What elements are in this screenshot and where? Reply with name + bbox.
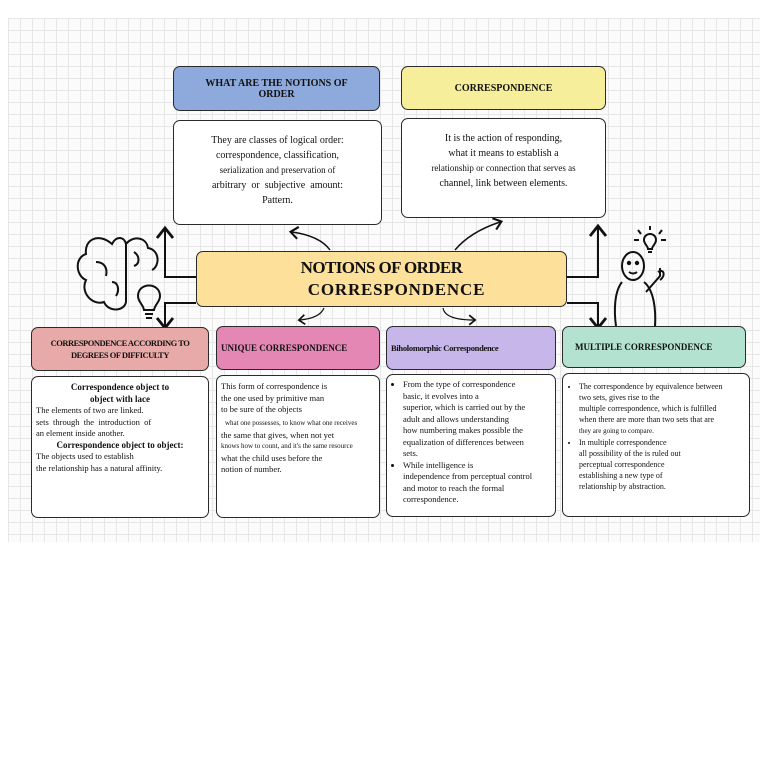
notions-line: correspondence, classification, [215,150,339,161]
lightbulb-icon [136,284,162,319]
multiple-correspondence-box: The correspondence by equivalence betwee… [562,373,750,517]
biholomorphic-header-text: Biholomorphic Correspondence [391,343,499,353]
correspondence-header: CORRESPONDENCE [401,66,606,110]
bullet-line: The correspondence by equivalence betwee… [579,382,723,391]
lace-text: an element inside another. [36,428,125,438]
bullet-line: how numbering makes possible the [403,425,523,435]
bullet-line: sets. [403,448,418,458]
bullet-line: perceptual correspondence [579,460,665,469]
bullet-line: equalization of differences between [403,436,524,447]
bullet-line: when there are more than two sets that a… [579,415,715,424]
bullet-line: superior, which is carried out by the [403,402,526,412]
lace-text: sets through the introduction of [36,416,152,427]
bullet-line: While intelligence is [403,459,474,470]
unique-correspondence-header: UNIQUE CORRESPONDENCE [216,326,380,370]
correspondence-line: what it means to establish a [448,148,559,159]
arrow-to-unique [297,307,325,326]
multiple-bullet: In multiple correspondence all possibili… [579,437,745,492]
unique-line: what one possesses, to know what one rec… [225,418,358,427]
main-title-line2: CORRESPONDENCE [307,280,486,299]
notions-definition-box: They are classes of logical order: corre… [173,120,382,225]
correspondence-header-text: CORRESPONDENCE [454,82,553,94]
notions-line: Pattern. [262,195,293,206]
arrow-to-biholo [442,307,477,326]
unique-line: what the child uses before the [221,452,323,463]
bullet-line: In multiple correspondence [579,438,667,447]
unique-line: knows how to count, and it's the same re… [221,442,353,450]
person-idea-icon [613,226,666,327]
degrees-difficulty-header: CORRESPONDENCE ACCORDING TO DEGREES OF D… [31,327,209,371]
multiple-list: The correspondence by equivalence betwee… [567,381,745,492]
biholomorphic-header: Biholomorphic Correspondence [386,326,556,370]
bullet-line: all possibility of the is ruled out [579,449,681,458]
notions-line: arbitrary or subjective amount: [211,180,344,191]
right-connector [567,223,608,278]
unique-correspondence-header-text: UNIQUE CORRESPONDENCE [221,343,348,353]
multiple-bullet: The correspondence by equivalence betwee… [579,381,745,437]
correspondence-line: channel, link between elements. [439,178,568,189]
object-text: The objects used to establish [36,451,134,461]
bullet-line: multiple correspondence, which is fulfil… [579,404,717,413]
bullet-line: From the type of correspondence [403,379,516,389]
degrees-difficulty-box: Correspondence object to object with lac… [31,376,209,518]
object-text: the relationship has a natural affinity. [36,462,163,473]
bullet-line: they are going to compare. [579,427,654,435]
biholomorphic-box: From the type of correspondence basic, i… [386,374,556,517]
correspondence-line: It is the action of responding, [444,133,563,144]
notions-header: WHAT ARE THE NOTIONS OF ORDER [173,66,380,111]
notions-line: serialization and preservation of [219,165,336,175]
correspondence-line: relationship or connection that serves a… [431,163,576,173]
unique-line: the same that gives, when not yet [221,429,335,440]
unique-line: the one used by primitive man [221,392,325,403]
bullet-line: correspondence. [403,494,459,504]
multiple-correspondence-header: MULTIPLE CORRESPONDENCE [562,326,746,368]
left-connector [155,225,196,278]
unique-correspondence-box: This form of correspondence is the one u… [216,375,380,518]
biholomorphic-bullet: While intelligence is independence from … [403,460,551,506]
biholomorphic-list: From the type of correspondence basic, i… [391,379,551,506]
right-connector-down [567,302,608,331]
object-heading: Correspondence object to object: [56,439,184,450]
main-title-box: NOTIONS OF ORDER CORRESPONDENCE [196,251,567,307]
notions-line: They are classes of logical order: [211,135,344,146]
bullet-line: relationship by abstraction. [579,482,666,491]
correspondence-definition-box: It is the action of responding, what it … [401,118,606,218]
arrow-to-top-right [454,217,504,251]
bullet-line: adult and allows understanding [403,413,509,424]
bullet-line: basic, it evolves into a [403,390,479,401]
biholomorphic-bullet: From the type of correspondence basic, i… [403,379,551,460]
main-title-line1: NOTIONS OF ORDER [300,258,463,277]
unique-line: to be sure of the objects [221,404,302,414]
notions-header-text: WHAT ARE THE NOTIONS OF ORDER [205,77,348,100]
bullet-line: two sets, gives rise to the [579,393,660,402]
arrow-to-top-left [288,226,331,251]
multiple-correspondence-header-text: MULTIPLE CORRESPONDENCE [575,342,713,352]
bullet-line: and motor to reach the formal [403,482,505,493]
left-connector-down [155,302,196,331]
degrees-difficulty-header-text: CORRESPONDENCE ACCORDING TO DEGREES OF D… [50,338,190,360]
bullet-line: establishing a new type of [579,471,663,480]
bullet-line: independence from perceptual control [403,471,533,481]
unique-line: notion of number. [221,464,282,474]
unique-line: This form of correspondence is [221,381,328,391]
lace-heading: Correspondence object to object with lac… [70,382,170,404]
lace-text: The elements of two are linked. [36,405,144,415]
brain-icon [76,237,159,311]
